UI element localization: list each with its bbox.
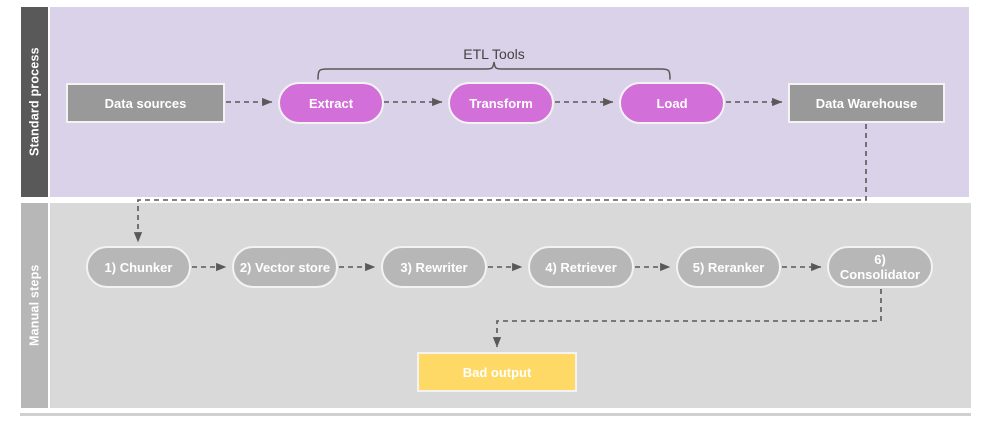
lane-label-manual-steps: Manual steps: [21, 203, 48, 408]
node-retriever[interactable]: 4) Retriever: [528, 246, 634, 288]
node-vector-store[interactable]: 2) Vector store: [232, 246, 338, 288]
node-data-warehouse[interactable]: Data Warehouse: [788, 83, 945, 123]
lane-label-standard-process: Standard process: [21, 7, 48, 197]
node-transform[interactable]: Transform: [448, 82, 554, 124]
node-load[interactable]: Load: [619, 82, 725, 124]
node-bad-output[interactable]: Bad output: [417, 352, 577, 392]
node-data-sources[interactable]: Data sources: [66, 83, 225, 123]
node-extract[interactable]: Extract: [278, 82, 384, 124]
etl-tools-label: ETL Tools: [463, 46, 525, 62]
bottom-divider: [20, 413, 971, 416]
node-consolidator[interactable]: 6) Consolidator: [827, 246, 933, 288]
node-reranker[interactable]: 5) Reranker: [676, 246, 781, 288]
node-chunker[interactable]: 1) Chunker: [86, 246, 191, 288]
node-rewriter[interactable]: 3) Rewriter: [381, 246, 487, 288]
